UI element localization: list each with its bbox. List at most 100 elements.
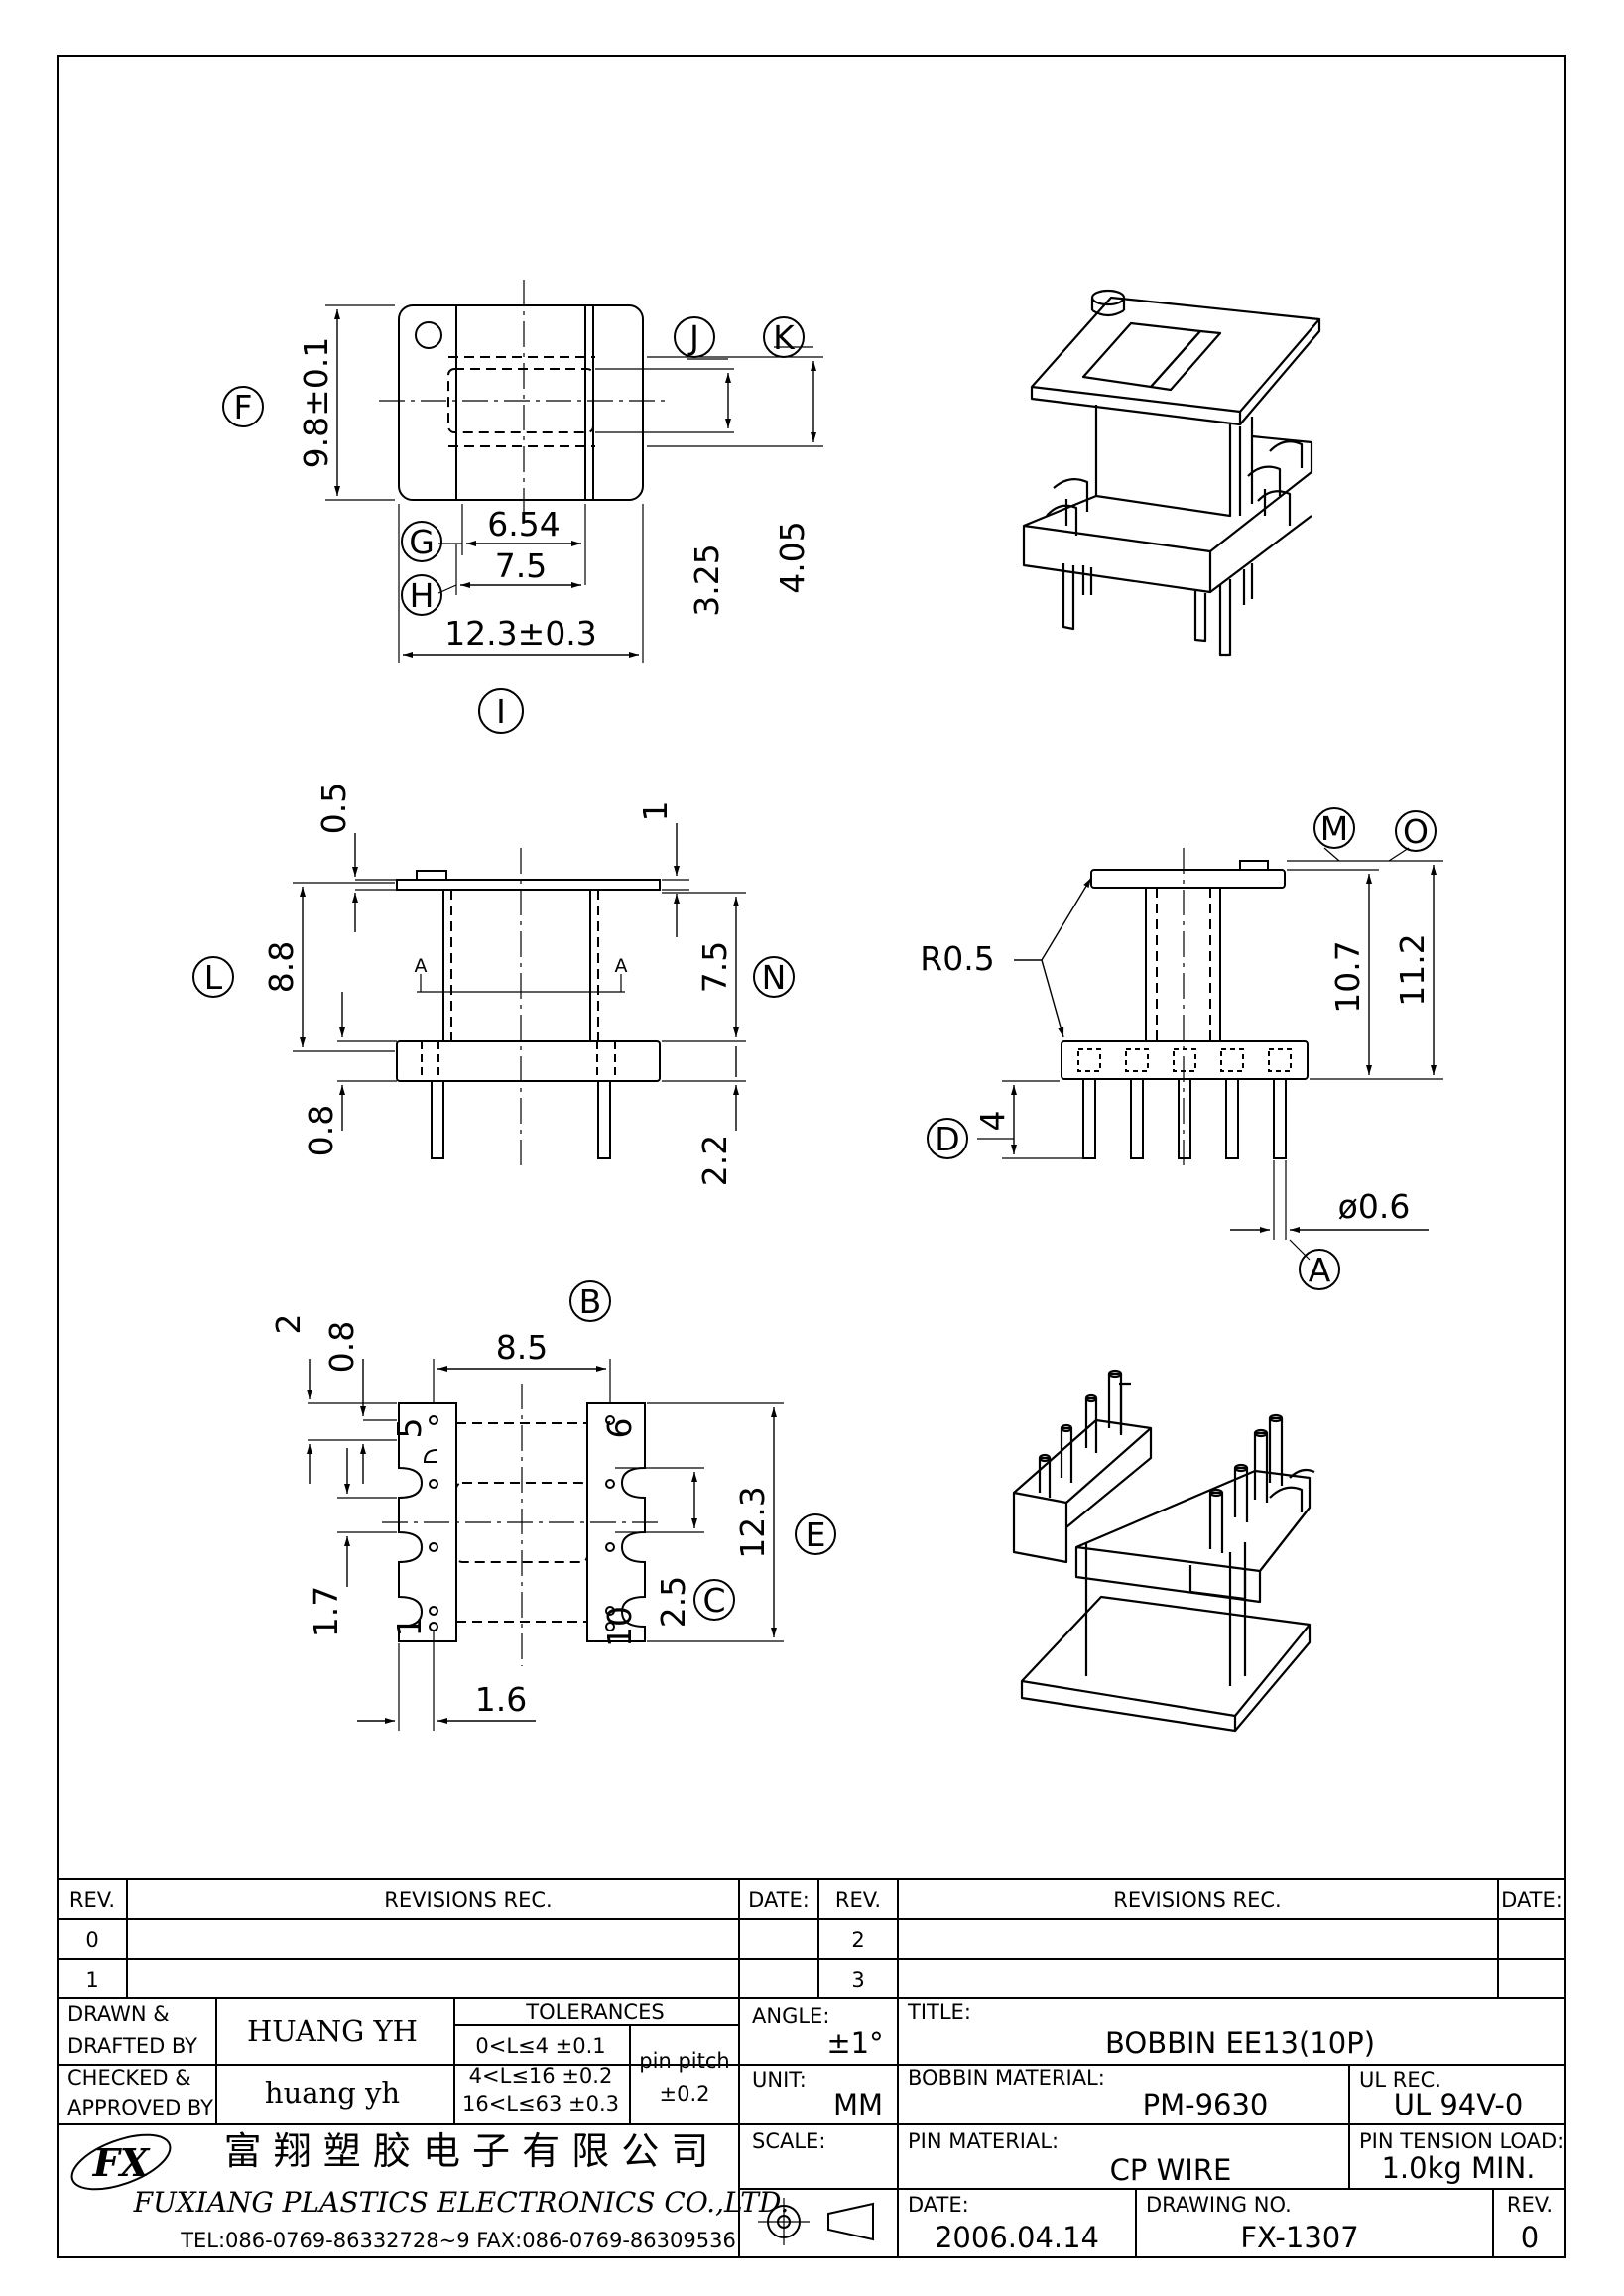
callout-j: J — [687, 318, 699, 357]
revisions-date-header-left: DATE: — [748, 1888, 810, 1912]
dim-4-05: 4.05 — [773, 521, 812, 593]
callout-c: C — [702, 1581, 725, 1620]
dim-1-6: 1.6 — [475, 1680, 527, 1719]
rev-label: REV. — [1507, 2193, 1553, 2217]
revisions-rev-header-right: REV. — [835, 1888, 881, 1912]
pin-tension-value: 1.0kg MIN. — [1381, 2151, 1535, 2185]
callout-f: F — [234, 388, 253, 426]
dim-2: 2 — [269, 1314, 308, 1335]
dim-0-5: 0.5 — [314, 783, 353, 834]
drawn-label-1: DRAWN & — [67, 2002, 170, 2026]
callout-n: N — [762, 958, 787, 997]
callout-d: D — [935, 1120, 959, 1158]
tolerance-row-2: 4<L≤16 ±0.2 — [469, 2064, 613, 2088]
pin-label-10: 10 — [600, 1606, 639, 1647]
top-view — [222, 280, 823, 734]
pin-pitch-label: pin pitch — [639, 2049, 729, 2073]
dim-11-2: 11.2 — [1393, 933, 1432, 1006]
title-block-lines — [58, 1878, 1565, 2257]
pin-tension-label: PIN TENSION LOAD: — [1359, 2129, 1563, 2153]
pin-label-1: 1 — [390, 1617, 429, 1637]
dim-pin-diameter: ø0.6 — [1338, 1187, 1411, 1226]
dim-8-8: 8.8 — [262, 941, 301, 993]
unit-value: MM — [833, 2088, 883, 2121]
bobbin-material-label: BOBBIN MATERIAL: — [908, 2066, 1105, 2090]
dim-1-7: 1.7 — [307, 1586, 345, 1637]
dim-12-3-bottom: 12.3 — [733, 1486, 772, 1558]
dim-2-2: 2.2 — [695, 1135, 734, 1186]
revision-row-2: 2 — [851, 1928, 864, 1952]
callout-k: K — [773, 318, 796, 357]
company-name-en: FUXIANG PLASTICS ELECTRONICS CO.,LTD. — [133, 2186, 790, 2219]
revision-row-1: 1 — [85, 1968, 98, 1992]
side-view — [927, 807, 1443, 1290]
pin-label-6: 6 — [600, 1418, 639, 1439]
tolerance-row-3: 16<L≤63 ±0.3 — [462, 2092, 619, 2115]
drawn-label-2: DRAFTED BY — [67, 2034, 197, 2058]
section-a-right: A — [615, 955, 628, 977]
dim-4: 4 — [973, 1111, 1012, 1132]
callout-g: G — [409, 523, 435, 561]
dim-0-8-bottom: 0.8 — [322, 1321, 361, 1373]
dim-0-8: 0.8 — [302, 1105, 340, 1156]
title-value: BOBBIN EE13(10P) — [1105, 2026, 1375, 2060]
sheet-border — [57, 55, 1566, 2258]
ul-value: UL 94V-0 — [1394, 2088, 1524, 2121]
front-view — [192, 823, 795, 1165]
date-label: DATE: — [908, 2193, 969, 2217]
drawing-no-value: FX-1307 — [1240, 2221, 1358, 2254]
pin-material-label: PIN MATERIAL: — [908, 2129, 1059, 2153]
callout-m: M — [1320, 809, 1348, 848]
callout-h: H — [410, 576, 435, 615]
checked-label-2: APPROVED BY — [67, 2096, 213, 2119]
ul-label: UL REC. — [1359, 2068, 1441, 2092]
dim-7-5: 7.5 — [495, 546, 547, 585]
bobbin-material-value: PM-9630 — [1143, 2088, 1269, 2121]
revisions-rev-header-left: REV. — [69, 1888, 115, 1912]
dim-6-54: 6.54 — [487, 505, 560, 544]
angle-label: ANGLE: — [752, 2004, 829, 2028]
revisions-date-header-right: DATE: — [1501, 1888, 1562, 1912]
title-label: TITLE: — [907, 2000, 971, 2024]
callout-b: B — [579, 1282, 602, 1321]
isometric-view-bottom — [1012, 1369, 1315, 1733]
revision-row-3: 3 — [851, 1968, 864, 1992]
callout-l: L — [204, 958, 223, 997]
drawn-by-value: HUANG YH — [247, 2014, 418, 2048]
checked-by-value: huang yh — [265, 2076, 400, 2110]
angle-value: ±1° — [826, 2026, 883, 2060]
pin-pitch-value: ±0.2 — [660, 2082, 710, 2106]
dim-2-5: 2.5 — [654, 1576, 692, 1628]
callout-o: O — [1403, 812, 1429, 851]
pin-label-5: 5 — [390, 1418, 429, 1439]
rev-value: 0 — [1521, 2221, 1539, 2254]
dim-1: 1 — [636, 801, 675, 822]
section-a-left: A — [415, 955, 428, 977]
date-value: 2006.04.14 — [935, 2221, 1099, 2254]
dim-r0-5: R0.5 — [920, 939, 994, 978]
tolerances-header: TOLERANCES — [525, 2000, 664, 2024]
dim-8-5: 8.5 — [496, 1328, 548, 1367]
dim-9-8: 9.8±0.1 — [297, 337, 335, 469]
dim-12-3: 12.3±0.3 — [444, 614, 597, 653]
revisions-rec-header-left: REVISIONS REC. — [384, 1888, 552, 1912]
dim-10-7: 10.7 — [1328, 940, 1367, 1013]
company-logo: FX — [92, 2140, 151, 2185]
bottom-view — [307, 1280, 836, 1731]
revisions-rec-header-right: REVISIONS REC. — [1113, 1888, 1281, 1912]
callout-e: E — [806, 1515, 826, 1554]
tolerance-row-1: 0<L≤4 ±0.1 — [475, 2034, 605, 2058]
company-contact: TEL:086-0769-86332728~9 FAX:086-0769-863… — [180, 2229, 736, 2252]
company-name-cn: 富 翔 塑 胶 电 子 有 限 公 司 — [224, 2129, 709, 2173]
pin-material-value: CP WIRE — [1110, 2153, 1232, 2187]
checked-label-1: CHECKED & — [67, 2066, 191, 2090]
revision-row-0: 0 — [85, 1928, 98, 1952]
dim-7-5-front: 7.5 — [695, 941, 734, 993]
isometric-view-top — [1022, 289, 1321, 657]
callout-a: A — [1309, 1251, 1331, 1289]
unit-label: UNIT: — [752, 2068, 807, 2092]
scale-label: SCALE: — [752, 2129, 825, 2153]
drawing-no-label: DRAWING NO. — [1146, 2193, 1292, 2217]
dim-3-25: 3.25 — [687, 544, 726, 616]
